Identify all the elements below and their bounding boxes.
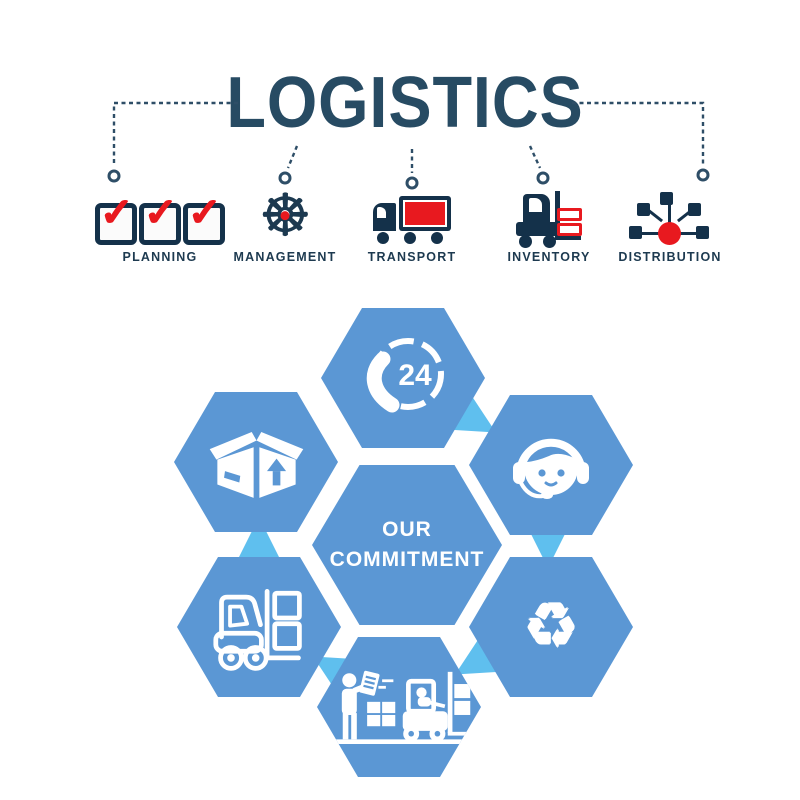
checkmark-glyph: ✓: [188, 191, 222, 235]
commitment-line1: OUR: [382, 517, 432, 541]
badge-24: 24: [398, 359, 432, 392]
hexagon-forklift: [177, 557, 341, 697]
forklift-cab: [523, 194, 550, 224]
hexagon-support-24h: 24: [321, 308, 485, 448]
forklift-wheel: [519, 235, 532, 248]
red-inventory-box: [557, 223, 582, 236]
forklift-boxes-icon: [515, 186, 583, 248]
phone-24h-support-icon: 24: [366, 338, 444, 413]
red-cargo-box: [403, 200, 447, 227]
open-box-arrow-icon: [209, 431, 303, 498]
forklift-fork: [555, 236, 581, 240]
truck-trailer: [399, 196, 451, 231]
truck-window: [377, 207, 386, 218]
wheel-center-dot: [280, 211, 290, 221]
hexagon-packaging: [174, 392, 338, 532]
checkmark-glyph: ✓: [100, 191, 134, 235]
hexagon-warehouse-loading: [317, 637, 481, 777]
truck-wheel: [431, 232, 443, 244]
checkbox-icon: ✓: [183, 191, 225, 245]
network-node: [637, 203, 650, 216]
top-item-planning: ✓ ✓ ✓ PLANNING: [85, 186, 235, 264]
top-item-label: TRANSPORT: [367, 250, 457, 264]
distribution-network-icon: [628, 186, 712, 246]
forklift-outline-icon: [212, 588, 302, 671]
hexagon-recycle: ♻: [469, 557, 633, 697]
forklift-body: [516, 222, 559, 236]
ship-wheel-icon: ☸: [255, 186, 315, 246]
network-node: [660, 192, 673, 205]
warehouse-loading-icon: [331, 670, 472, 745]
top-item-management: ☸ MANAGEMENT: [210, 186, 360, 265]
top-item-label: MANAGEMENT: [233, 250, 337, 264]
hexagon-customer-support: [469, 395, 633, 535]
truck-cab: [373, 203, 396, 231]
top-item-label: PLANNING: [122, 250, 198, 264]
top-item-transport: TRANSPORT: [337, 186, 487, 264]
truck-wheel: [377, 232, 389, 244]
top-item-inventory: INVENTORY: [474, 186, 624, 264]
network-node: [696, 226, 709, 239]
top-item-distribution: DISTRIBUTION: [595, 186, 745, 264]
top-item-label: DISTRIBUTION: [618, 250, 722, 264]
red-inventory-box: [557, 208, 582, 221]
top-item-label: INVENTORY: [507, 250, 591, 264]
page-title: LOGISTICS: [226, 63, 584, 143]
cargo-truck-icon: [373, 186, 451, 246]
checklist-icon: ✓ ✓ ✓: [94, 186, 226, 246]
commitment-line2: COMMITMENT: [329, 548, 485, 571]
dashed-connector-lines: [107, 101, 710, 190]
truck-wheel: [404, 232, 416, 244]
network-node: [629, 226, 642, 239]
network-node: [688, 203, 701, 216]
checkbox-icon: ✓: [95, 191, 137, 245]
hexagon-our-commitment: OUR COMMITMENT: [312, 465, 502, 625]
customer-support-headset-icon: [513, 438, 589, 499]
checkmark-glyph: ✓: [144, 191, 178, 235]
recycle-icon: ♻: [523, 592, 579, 661]
checkbox-icon: ✓: [139, 191, 181, 245]
forklift-wheel: [543, 235, 556, 248]
network-hub-dot: [658, 222, 681, 245]
